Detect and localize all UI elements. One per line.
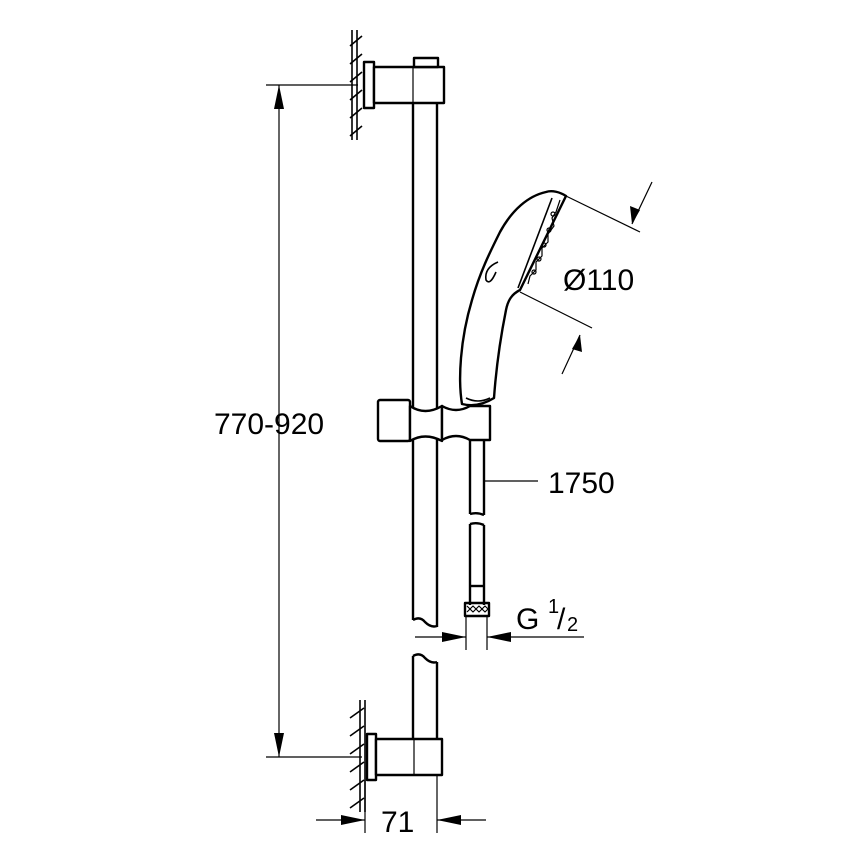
thread-slash: / (557, 603, 566, 636)
shower-rail (411, 103, 439, 742)
wall-projection-label: 71 (381, 806, 414, 839)
dimension-rail-height (266, 84, 362, 758)
thread-denominator: 2 (567, 614, 578, 636)
rail-height-label: 770-920 (214, 408, 324, 441)
slider-holder (376, 398, 492, 443)
bottom-wall-hatching (349, 700, 366, 812)
hose-length-label: 1750 (548, 467, 615, 500)
shower-hose (463, 440, 491, 650)
dimension-connection-thread (415, 632, 584, 642)
thread-numerator: 1 (548, 596, 559, 618)
bottom-wall-bracket (365, 732, 444, 782)
diameter-label: Ø110 (563, 264, 634, 297)
thread-prefix: G (516, 603, 539, 636)
thread-label: G 1 / 2 (516, 596, 578, 636)
top-wall-bracket (362, 56, 446, 110)
dimension-hand-shower-diameter (519, 181, 653, 375)
dimension-wall-projection (316, 775, 486, 833)
hand-shower (458, 190, 568, 407)
